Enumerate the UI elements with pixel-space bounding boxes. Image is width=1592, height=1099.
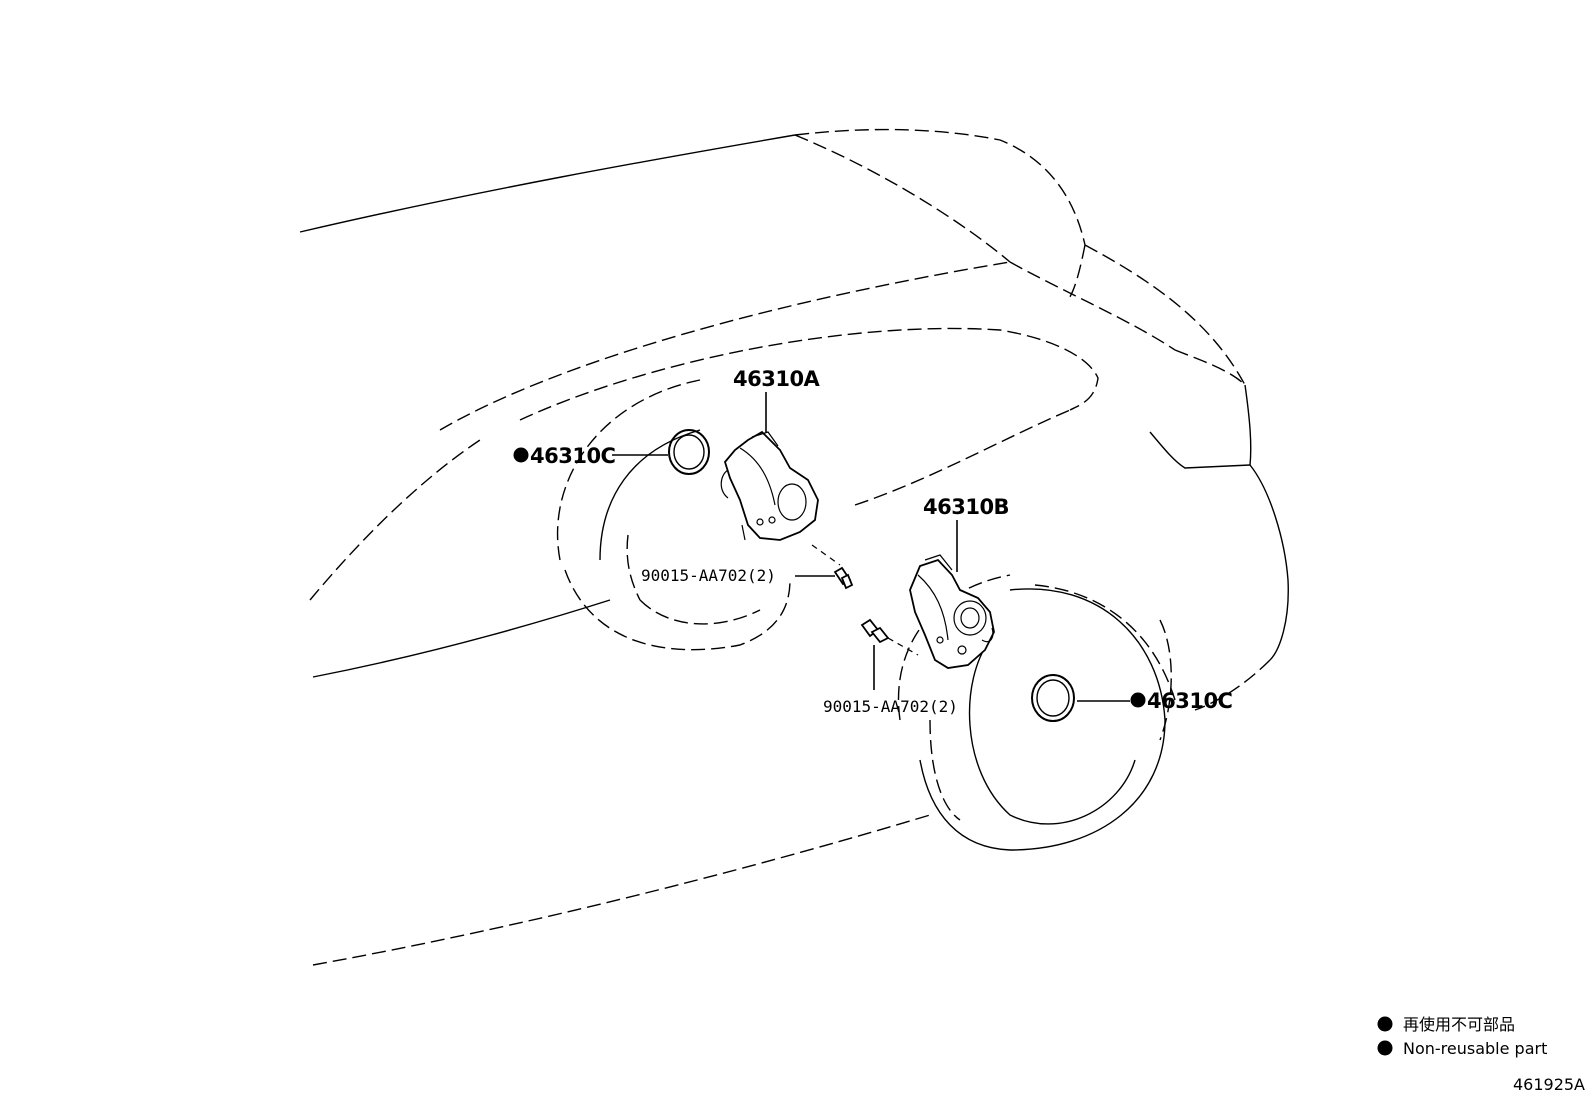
label-seal-lower: 46310C xyxy=(1147,689,1233,713)
legend-marker-icon xyxy=(1377,1016,1393,1032)
non-reusable-marker-icon xyxy=(1130,692,1146,708)
label-actuator-a: 46310A xyxy=(733,367,821,391)
actuator-a-icon xyxy=(720,430,819,541)
legend: 再使用不可部品 Non-reusable part xyxy=(1377,1015,1547,1058)
bolt-upper-icon xyxy=(833,566,854,590)
legend-marker-icon xyxy=(1377,1040,1393,1056)
figure-id: 461925A xyxy=(1513,1075,1585,1094)
label-bolt-lower: 90015-AA702(2) xyxy=(823,697,958,716)
legend-text-jp: 再使用不可部品 xyxy=(1403,1015,1515,1034)
label-actuator-b: 46310B xyxy=(923,495,1009,519)
label-seal-upper: 46310C xyxy=(530,444,616,468)
legend-text-en: Non-reusable part xyxy=(1403,1039,1547,1058)
seal-ring-lower-icon xyxy=(1031,674,1075,722)
actuator-b-icon xyxy=(909,554,995,669)
label-bolt-upper: 90015-AA702(2) xyxy=(641,566,776,585)
front-wheel xyxy=(556,379,791,651)
seal-ring-upper-icon xyxy=(668,429,710,475)
rear-wheel xyxy=(897,574,1176,851)
bolt-lower-icon xyxy=(860,618,890,644)
vehicle-outline xyxy=(299,128,1289,966)
non-reusable-marker-icon xyxy=(513,447,529,463)
